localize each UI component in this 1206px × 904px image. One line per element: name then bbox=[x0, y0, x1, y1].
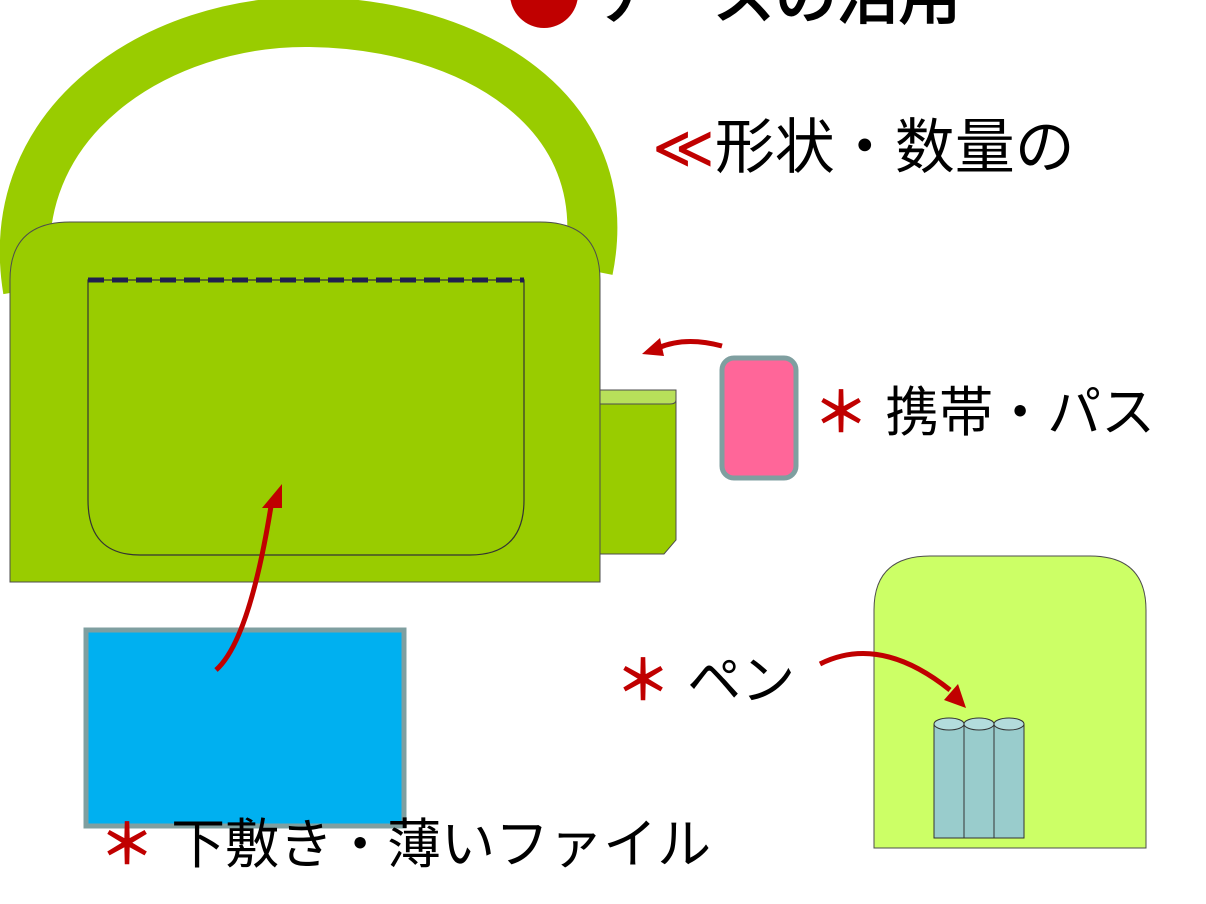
label-phone: ＊ 携帯・パス bbox=[814, 386, 1155, 440]
pen-3 bbox=[993, 723, 1025, 839]
side-pocket bbox=[599, 389, 677, 555]
label-pen-text: ペン bbox=[687, 649, 796, 712]
pen-3-cap bbox=[993, 717, 1025, 731]
phone-card bbox=[719, 355, 799, 481]
label-sheet-text: 下敷き・薄いファイル bbox=[171, 813, 712, 876]
file-sheet bbox=[83, 627, 407, 829]
pen-2-cap bbox=[963, 717, 995, 731]
asterisk-icon: ＊ bbox=[814, 381, 868, 444]
pen-1-cap bbox=[933, 717, 965, 731]
label-phone-text: 携帯・パス bbox=[885, 381, 1156, 444]
pen-2 bbox=[963, 723, 995, 839]
phone-arrow-head bbox=[642, 338, 664, 356]
asterisk-icon: ＊ bbox=[100, 813, 154, 876]
label-pen: ＊ ペン bbox=[616, 654, 795, 708]
phone-arrow bbox=[656, 338, 723, 351]
subtitle: ≪形状・数量の bbox=[652, 118, 1075, 178]
front-pocket bbox=[87, 279, 525, 556]
bag-handle bbox=[0, 0, 618, 295]
side-pocket-flap bbox=[599, 389, 677, 405]
file-arrow bbox=[214, 499, 275, 672]
subtitle-mark: ≪ bbox=[652, 113, 715, 183]
label-sheet: ＊ 下敷き・薄いファイル bbox=[100, 818, 711, 872]
pen-arrow bbox=[818, 651, 952, 692]
asterisk-icon: ＊ bbox=[616, 649, 670, 712]
pens-group bbox=[933, 717, 1025, 839]
pen-arrow-head bbox=[944, 684, 966, 708]
pen-1 bbox=[933, 723, 965, 839]
file-arrow-head bbox=[262, 484, 282, 508]
page-title: ケースの活用 bbox=[592, 0, 961, 28]
subtitle-text: 形状・数量の bbox=[714, 113, 1075, 183]
